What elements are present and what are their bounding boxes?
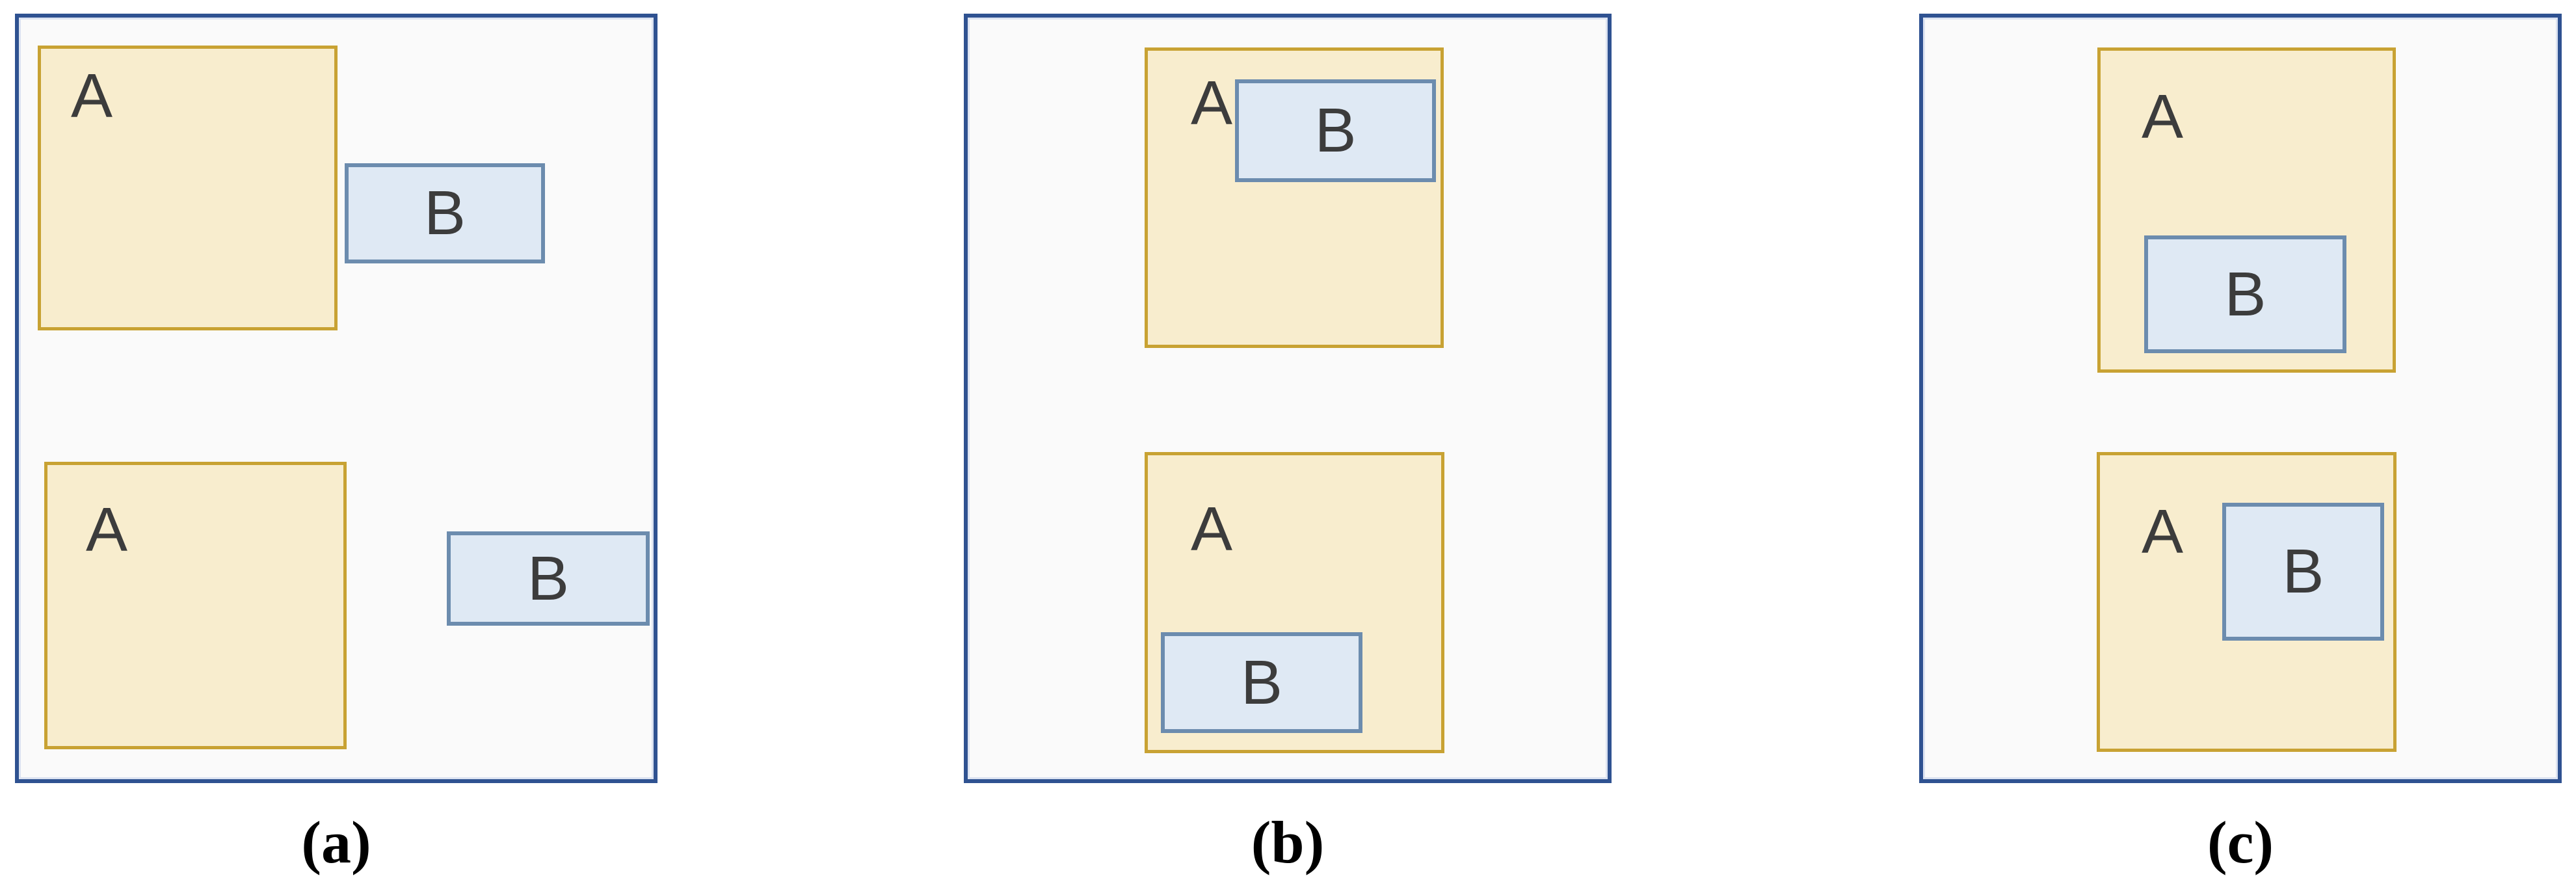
region-a-box bbox=[38, 46, 338, 330]
region-a-label: A bbox=[71, 61, 113, 131]
panel-caption-b: (b) bbox=[1251, 809, 1325, 875]
region-b-label: B bbox=[2224, 259, 2266, 329]
region-a-label: A bbox=[1191, 494, 1233, 564]
region-b-box: B bbox=[2222, 503, 2384, 641]
region-b-box: B bbox=[1161, 632, 1362, 733]
region-b-box: B bbox=[345, 163, 545, 263]
region-a-label: A bbox=[1191, 68, 1233, 138]
region-b-label: B bbox=[527, 543, 570, 613]
region-b-box: B bbox=[2144, 235, 2346, 353]
region-a-box bbox=[44, 462, 347, 749]
region-a-label: A bbox=[2142, 82, 2184, 152]
panel-a: B B A A bbox=[15, 14, 657, 783]
region-b-label: B bbox=[1240, 647, 1283, 717]
panel-c: B B A A bbox=[1919, 14, 2562, 783]
region-b-label: B bbox=[1314, 96, 1357, 165]
region-b-box: B bbox=[447, 531, 650, 626]
panel-b: B B A A bbox=[964, 14, 1612, 783]
region-b-box: B bbox=[1235, 79, 1436, 182]
panel-caption-a: (a) bbox=[301, 809, 371, 875]
panel-caption-c: (c) bbox=[2207, 809, 2274, 875]
region-a-label: A bbox=[2142, 497, 2184, 567]
region-a-label: A bbox=[86, 495, 128, 565]
region-b-label: B bbox=[423, 178, 466, 248]
region-b-label: B bbox=[2282, 537, 2324, 606]
